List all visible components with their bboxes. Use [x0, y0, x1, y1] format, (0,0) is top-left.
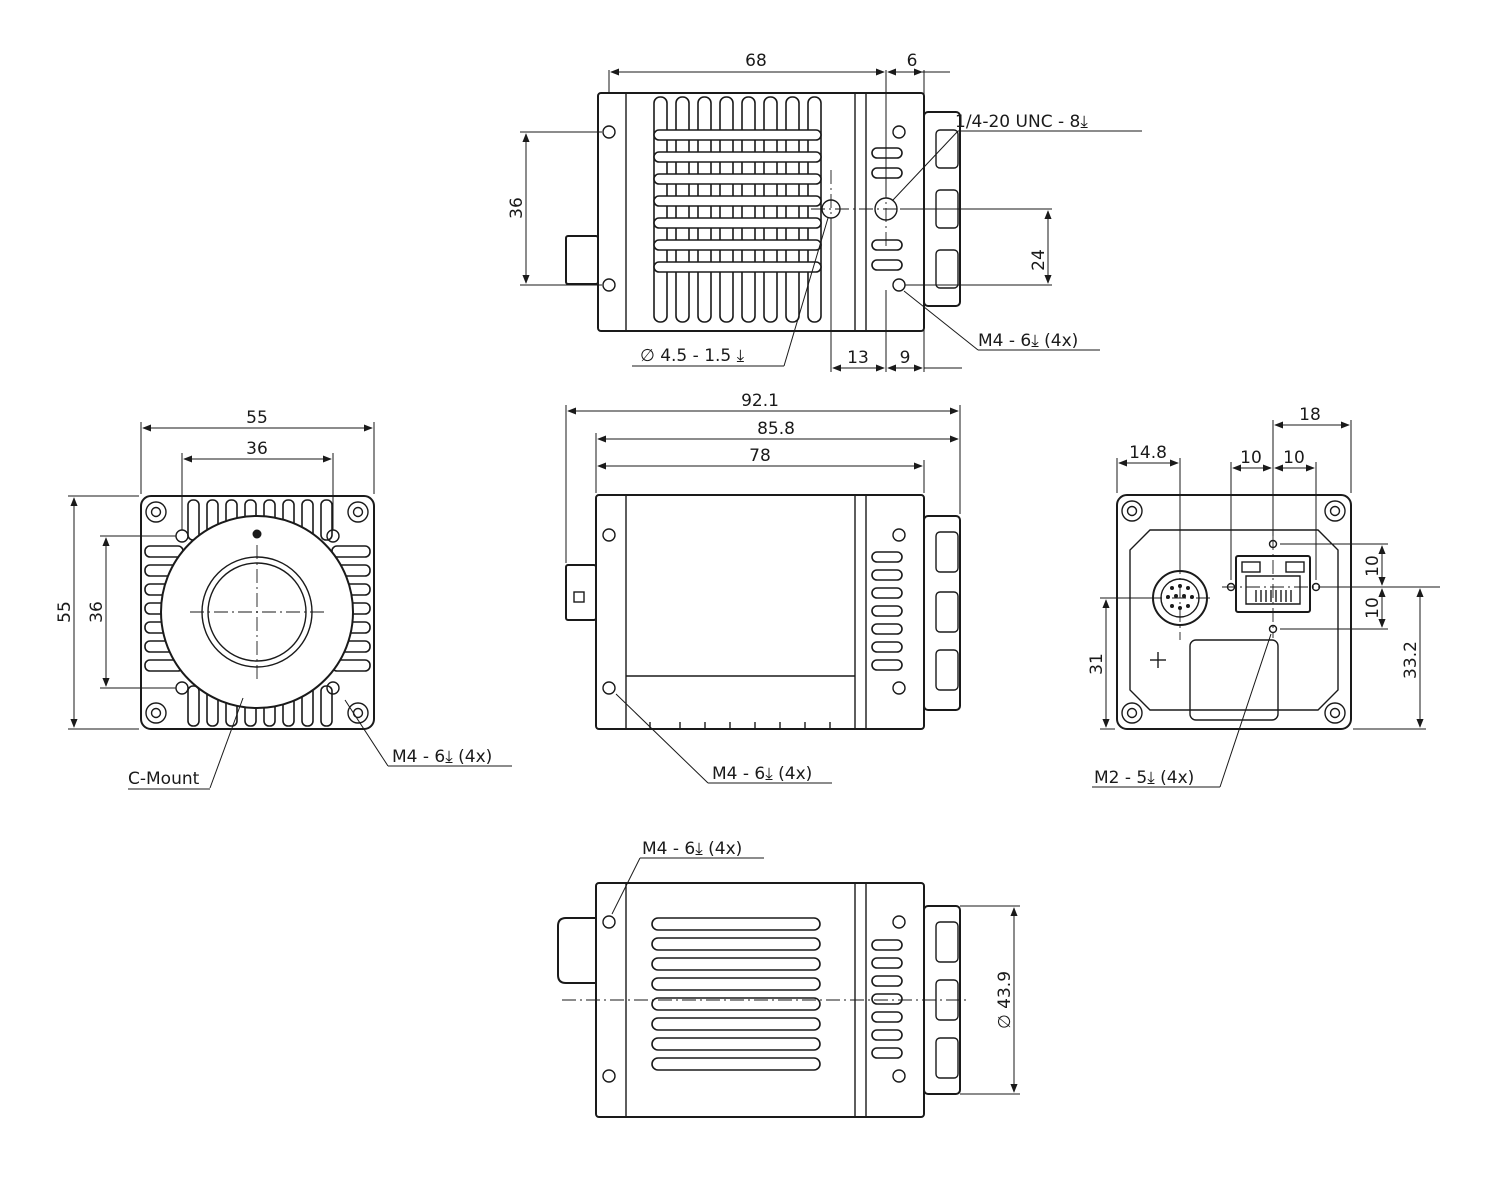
callout-tripod-thread: 1/4-20 UNC - 8⤓ — [955, 112, 1088, 132]
callout-side-holes: M4 - 6⤓ (4x) — [712, 764, 812, 784]
callout-pin-hole: ∅ 4.5 - 1.5 ⤓ — [640, 346, 745, 366]
top-view-front-fins — [871, 147, 903, 271]
dim-85-8: 85.8 — [757, 419, 795, 439]
bottom-view-slots — [651, 917, 821, 1071]
index-dot — [252, 529, 262, 539]
dim-9: 9 — [900, 348, 911, 368]
mount-hole — [892, 528, 906, 542]
rear-corner-screws — [1121, 500, 1346, 724]
mount-hole — [602, 681, 616, 695]
side-view-bottom-ridges — [649, 722, 831, 729]
callout-front-holes: M4 - 6⤓ (4x) — [392, 747, 492, 767]
mount-hole — [602, 1069, 616, 1083]
bottom-view-fins — [871, 939, 903, 1059]
mount-hole — [892, 681, 906, 695]
mount-hole — [602, 278, 616, 292]
callout-rear-holes: M2 - 5⤓ (4x) — [1094, 768, 1194, 788]
dim-33-2: 33.2 — [1401, 641, 1421, 679]
dim-78: 78 — [749, 446, 771, 466]
dim-24: 24 — [1029, 249, 1049, 271]
dim-10-right: 10 — [1283, 448, 1305, 468]
dim-68: 68 — [745, 51, 767, 71]
front-view: 55 36 55 36 M4 - 6⤓ (4x) C-Mount — [55, 408, 512, 790]
label-area — [1189, 639, 1279, 721]
dim-10-left: 10 — [1240, 448, 1262, 468]
top-view-cross-slots — [653, 129, 822, 273]
dim-55-height: 55 — [55, 601, 75, 623]
c-mount-label: C-Mount — [128, 769, 200, 789]
dim-10-lower: 10 — [1363, 597, 1383, 619]
bottom-view: ∅ 43.9 M4 - 6⤓ (4x) — [557, 839, 1020, 1118]
mount-hole — [892, 125, 906, 139]
side-view: 92.1 85.8 78 M4 - 6⤓ (4x) — [565, 391, 961, 784]
dim-18: 18 — [1299, 405, 1321, 425]
mount-hole — [892, 915, 906, 929]
dim-92-1: 92.1 — [741, 391, 779, 411]
mount-hole — [326, 681, 340, 695]
ethernet-contacts — [1255, 590, 1292, 602]
dim-6: 6 — [907, 51, 918, 71]
callout-bottom-holes: M4 - 6⤓ (4x) — [642, 839, 742, 859]
dim-diameter-43-9: ∅ 43.9 — [995, 971, 1015, 1029]
mount-hole — [602, 528, 616, 542]
dim-13: 13 — [847, 348, 869, 368]
top-view: 68 6 36 24 13 9 1/4-20 UNC - 8⤓ ∅ 4.5 - … — [507, 51, 1142, 372]
dim-36-top: 36 — [507, 197, 527, 219]
dim-31: 31 — [1087, 653, 1107, 675]
mount-hole — [892, 1069, 906, 1083]
callout-top-holes: M4 - 6⤓ (4x) — [978, 331, 1078, 351]
rear-view: 18 14.8 10 10 10 10 33.2 31 M2 - 5⤓ (4x) — [1087, 405, 1440, 788]
dim-10-upper: 10 — [1363, 555, 1383, 577]
dim-36-height: 36 — [87, 601, 107, 623]
dim-14-8: 14.8 — [1129, 443, 1167, 463]
mount-hole — [602, 125, 616, 139]
dim-36-width: 36 — [246, 439, 268, 459]
side-view-fins — [871, 551, 903, 671]
dim-55-width: 55 — [246, 408, 268, 428]
front-corner-screws — [145, 501, 369, 724]
mount-hole — [602, 915, 616, 929]
